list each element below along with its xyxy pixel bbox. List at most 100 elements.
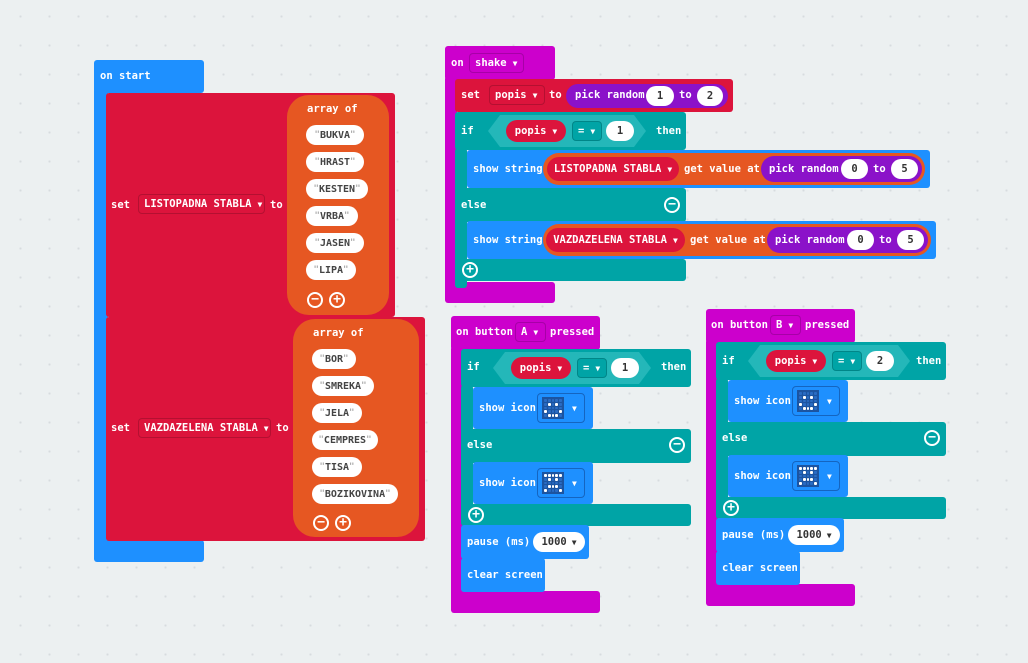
pick-to-field[interactable]: 2	[697, 86, 723, 106]
array-variable-pill[interactable]: VAZDAZELENA STABLA▼	[546, 228, 685, 252]
pick-to-field[interactable]: 5	[897, 230, 924, 250]
on-button-footer	[706, 584, 855, 606]
array-item-string[interactable]: "VRBA"	[306, 206, 358, 226]
array-item-string[interactable]: "TISA"	[312, 457, 362, 477]
else-label: else	[722, 432, 748, 444]
pick-from-field[interactable]: 0	[841, 159, 868, 179]
popis-variable-pill[interactable]: popis▼	[766, 350, 826, 372]
array-item-text: HRAST	[319, 156, 351, 168]
operator: =	[838, 355, 845, 367]
variable-dropdown[interactable]: LISTOPADNA STABLA▼	[138, 194, 265, 214]
pick-random-label: pick random	[575, 89, 645, 101]
array-item-string[interactable]: "BOZIKOVINA"	[312, 484, 398, 504]
array-item-text: TISA	[324, 461, 350, 473]
remove-else-icon[interactable]: −	[664, 197, 680, 213]
operator-dropdown[interactable]: =▼	[577, 358, 607, 378]
variable-dropdown[interactable]: VAZDAZELENA STABLA▼	[138, 418, 271, 438]
pause-value-field[interactable]: 1000▼	[788, 525, 840, 545]
on-button-label: on button	[456, 326, 513, 338]
quote-mark: "	[349, 408, 355, 418]
variable-dropdown[interactable]: popis▼	[489, 85, 545, 105]
remove-item-icon[interactable]: −	[313, 515, 329, 531]
add-item-icon[interactable]: +	[335, 515, 351, 531]
add-else-if-icon[interactable]: +	[723, 500, 739, 516]
pick-to-field[interactable]: 5	[891, 159, 918, 179]
button-dropdown[interactable]: B▼	[770, 315, 801, 335]
array-item-text: VRBA	[319, 210, 345, 222]
chevron-down-icon: ▼	[571, 537, 577, 547]
to-label: to	[276, 422, 289, 434]
chevron-down-icon: ▼	[263, 423, 269, 433]
happy-face-icon[interactable]: ▼	[792, 386, 840, 416]
if-label: if	[461, 125, 474, 137]
sad-face-icon[interactable]: ▼	[792, 461, 840, 491]
quote-mark: "	[313, 265, 319, 275]
button-dropdown[interactable]: A▼	[515, 322, 546, 342]
add-item-icon[interactable]: +	[329, 292, 345, 308]
get-value-label: get value at	[684, 163, 760, 175]
show-string-label: show string	[473, 234, 543, 246]
quote-mark: "	[314, 130, 320, 140]
remove-else-icon[interactable]: −	[669, 437, 685, 453]
compare-value-field[interactable]: 1	[611, 358, 639, 378]
chevron-down-icon: ▼	[850, 356, 856, 366]
get-value-label: get value at	[690, 234, 766, 246]
array-item-string[interactable]: "JASEN"	[306, 233, 364, 253]
array-of-block[interactable]	[293, 319, 419, 537]
operator-dropdown[interactable]: =▼	[572, 121, 602, 141]
button-name: A	[521, 326, 528, 338]
pause-value: 1000	[541, 536, 567, 548]
array-item-text: BOZIKOVINA	[324, 488, 386, 500]
array-item-text: CEMPRES	[323, 434, 367, 446]
array-item-string[interactable]: "CEMPRES"	[312, 430, 378, 450]
then-label: then	[661, 361, 687, 373]
operator: =	[583, 362, 590, 374]
else-label: else	[461, 199, 487, 211]
popis-variable-pill[interactable]: popis▼	[511, 357, 571, 379]
array-variable-pill[interactable]: LISTOPADNA STABLA▼	[547, 157, 679, 181]
array-item-string[interactable]: "BUKVA"	[306, 125, 364, 145]
pressed-label: pressed	[805, 319, 850, 331]
array-item-string[interactable]: "LIPA"	[306, 260, 356, 280]
show-icon-label: show icon	[479, 477, 536, 489]
array-item-string[interactable]: "SMREKA"	[312, 376, 374, 396]
chevron-down-icon: ▼	[257, 199, 263, 209]
chevron-down-icon: ▼	[532, 90, 538, 100]
pick-from-field[interactable]: 0	[847, 230, 874, 250]
pause-value-field[interactable]: 1000 ▼	[533, 532, 585, 552]
array-item-string[interactable]: "JELA"	[312, 403, 362, 423]
to-label: to	[270, 199, 283, 211]
array-of-label: array of	[313, 327, 364, 339]
clear-screen-block[interactable]	[461, 558, 545, 592]
on-start-spine	[94, 88, 108, 548]
on-start-label: on start	[100, 70, 151, 82]
popis-variable-pill[interactable]: popis▼	[506, 120, 566, 142]
gesture-dropdown[interactable]: shake▼	[469, 53, 524, 73]
to-label: to	[873, 163, 886, 175]
quote-mark: "	[344, 211, 350, 221]
array-item-text: BOR	[324, 353, 344, 365]
operator-dropdown[interactable]: =▼	[832, 351, 862, 371]
array-item-text: KESTEN	[318, 183, 356, 195]
happy-face-icon[interactable]: ▼	[537, 393, 585, 423]
compare-value-field[interactable]: 1	[606, 121, 634, 141]
add-else-if-icon[interactable]: +	[462, 262, 478, 278]
add-else-if-icon[interactable]: +	[468, 507, 484, 523]
clear-screen-block[interactable]	[716, 551, 800, 585]
array-item-text: SMREKA	[324, 380, 362, 392]
chevron-down-icon: ▼	[533, 327, 539, 337]
on-shake-spine	[445, 76, 457, 296]
chevron-down-icon: ▼	[572, 403, 577, 413]
on-start-hat[interactable]	[94, 60, 204, 93]
variable-name: popis	[514, 125, 547, 137]
remove-item-icon[interactable]: −	[307, 292, 323, 308]
array-item-string[interactable]: "KESTEN"	[306, 179, 368, 199]
compare-value-field[interactable]: 2	[866, 351, 894, 371]
variable-name: popis	[519, 362, 552, 374]
pick-from-field[interactable]: 1	[646, 86, 674, 106]
quote-mark: "	[319, 489, 325, 499]
array-item-string[interactable]: "HRAST"	[306, 152, 364, 172]
sad-face-icon[interactable]: ▼	[537, 468, 585, 498]
remove-else-icon[interactable]: −	[924, 430, 940, 446]
array-item-string[interactable]: "BOR"	[312, 349, 356, 369]
